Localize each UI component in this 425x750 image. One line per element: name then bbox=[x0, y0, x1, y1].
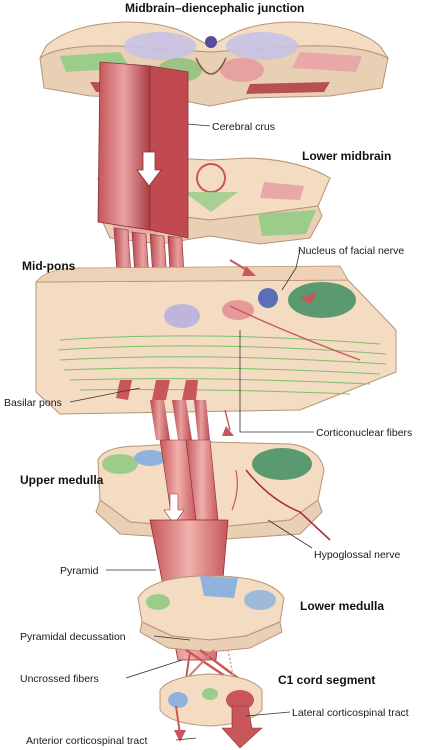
section-lower-medulla bbox=[137, 575, 285, 653]
heading-upper-medulla: Upper medulla bbox=[20, 473, 104, 487]
label-lateral-corticospinal: Lateral corticospinal tract bbox=[292, 707, 409, 719]
label-pyramid: Pyramid bbox=[60, 565, 99, 577]
section-mid-pons bbox=[35, 259, 397, 415]
label-anterior-corticospinal: Anterior corticospinal tract bbox=[26, 735, 147, 747]
label-uncrossed-fibers: Uncrossed fibers bbox=[20, 673, 99, 685]
leader-lines bbox=[69, 123, 314, 741]
label-basilar-pons: Basilar pons bbox=[4, 397, 62, 409]
anterior-corticospinal-arrow bbox=[174, 705, 186, 742]
label-corticonuclear: Corticonuclear fibers bbox=[316, 427, 412, 439]
heading-lower-medulla: Lower medulla bbox=[300, 599, 384, 613]
label-nucleus-facial: Nucleus of facial nerve bbox=[298, 245, 404, 257]
down-arrow-icon bbox=[163, 493, 185, 525]
label-cerebral-crus: Cerebral crus bbox=[212, 121, 275, 133]
heading-midbrain-diencephalic: Midbrain–diencephalic junction bbox=[125, 1, 304, 15]
lateral-corticospinal-arrow bbox=[221, 705, 263, 749]
heading-lower-midbrain: Lower midbrain bbox=[302, 149, 391, 163]
text-labels: Midbrain–diencephalic junction Lower mid… bbox=[4, 1, 412, 747]
heading-mid-pons: Mid-pons bbox=[22, 259, 76, 273]
label-pyramidal-decussation: Pyramidal decussation bbox=[20, 631, 126, 643]
heading-c1-cord: C1 cord segment bbox=[278, 673, 375, 687]
pontine-descending-fibers bbox=[150, 400, 234, 440]
label-hypoglossal: Hypoglossal nerve bbox=[314, 549, 401, 561]
down-arrow-icon bbox=[136, 151, 162, 187]
section-midbrain-diencephalic bbox=[39, 21, 390, 107]
